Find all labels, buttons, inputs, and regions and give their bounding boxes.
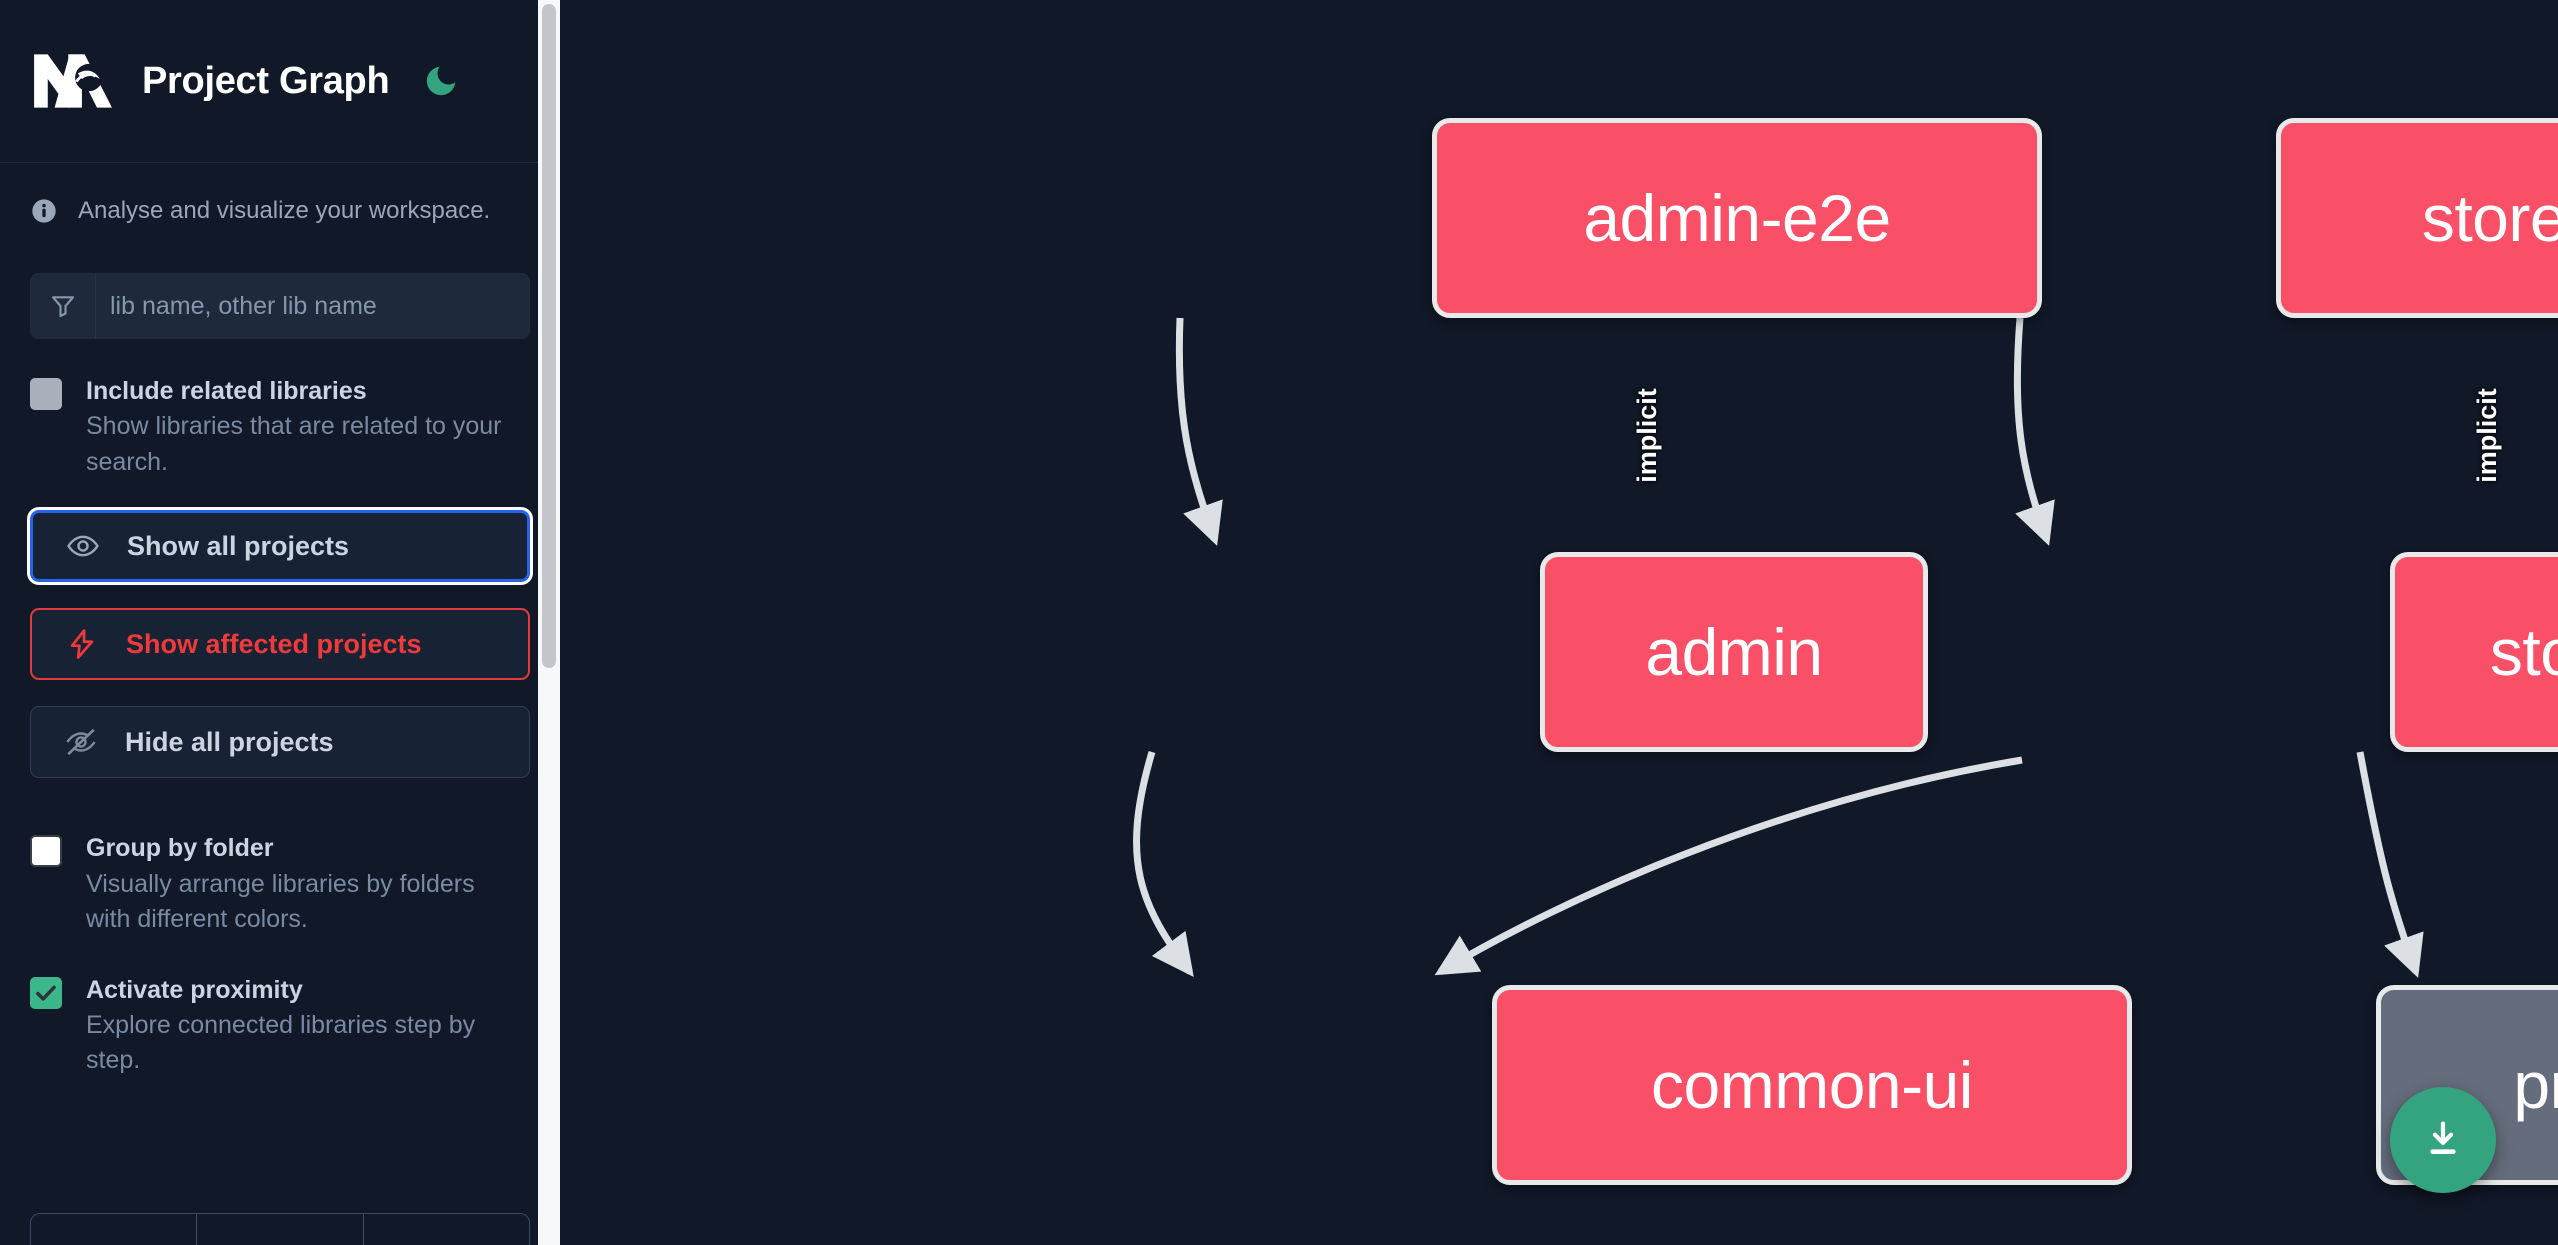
node-label: admin xyxy=(1645,615,1823,689)
funnel-filter-icon xyxy=(30,273,96,339)
checkbox-include-related-libraries[interactable] xyxy=(30,378,62,410)
node-label: common-ui xyxy=(1651,1048,1973,1122)
moon-icon[interactable] xyxy=(419,59,463,103)
sidebar-info-text: Analyse and visualize your workspace. xyxy=(78,197,491,224)
eye-off-icon xyxy=(63,724,99,760)
option-label: Group by folder xyxy=(86,834,274,863)
option-description: Visually arrange libraries by folders wi… xyxy=(86,869,475,934)
option-description: Explore connected libraries step by step… xyxy=(86,1010,476,1075)
segmented-option-1[interactable] xyxy=(31,1214,198,1245)
show-affected-projects-label: Show affected projects xyxy=(126,628,422,659)
hide-all-projects-button[interactable]: Hide all projects xyxy=(30,706,530,779)
info-circle-icon xyxy=(30,197,58,225)
graph-edges xyxy=(1133,317,2424,978)
download-icon xyxy=(2420,1116,2466,1165)
graph-node-store[interactable]: store xyxy=(2390,552,2558,752)
nx-logo-icon xyxy=(30,50,112,112)
lightning-bolt-icon xyxy=(64,626,100,662)
eye-icon xyxy=(65,528,101,564)
sidebar-scrollbar-thumb[interactable] xyxy=(542,4,556,668)
sidebar-scrollbar[interactable] xyxy=(538,0,560,1245)
graph-node-admin[interactable]: admin xyxy=(1540,552,1928,752)
hide-all-projects-label: Hide all projects xyxy=(125,726,334,757)
sidebar-header: Project Graph xyxy=(0,0,560,163)
show-all-projects-button[interactable]: Show all projects xyxy=(30,510,530,583)
page-title: Project Graph xyxy=(142,59,390,102)
node-label: store-e2e xyxy=(2421,181,2558,255)
node-label: store xyxy=(2489,615,2558,689)
node-label: products xyxy=(2513,1048,2558,1122)
option-group-by-folder[interactable]: Group by folder Visually arrange librari… xyxy=(30,830,530,937)
segmented-option-2[interactable] xyxy=(197,1214,364,1245)
edge-label-implicit-store: implicit xyxy=(2471,388,2502,483)
option-label: Activate proximity xyxy=(86,975,303,1004)
checkbox-activate-proximity[interactable] xyxy=(30,976,62,1009)
option-activate-proximity[interactable]: Activate proximity Explore connected lib… xyxy=(30,972,530,1079)
sidebar-body: Include related libraries Show libraries… xyxy=(0,273,560,1079)
segmented-control[interactable] xyxy=(30,1213,530,1245)
segmented-option-3[interactable] xyxy=(364,1214,529,1245)
download-graph-button[interactable] xyxy=(2390,1087,2496,1193)
sidebar: Project Graph Analyse and visualize your… xyxy=(0,0,560,1245)
search-input[interactable] xyxy=(96,273,530,339)
graph-canvas[interactable]: admin-e2e store-e2e admin store common-u… xyxy=(560,0,2558,1245)
graph-node-common-ui[interactable]: common-ui xyxy=(1492,985,2132,1185)
node-label: admin-e2e xyxy=(1583,181,1891,255)
filter-search-box[interactable] xyxy=(30,273,530,339)
graph-node-store-e2e[interactable]: store-e2e xyxy=(2276,118,2558,318)
graph-node-admin-e2e[interactable]: admin-e2e xyxy=(1432,118,2042,318)
show-affected-projects-button[interactable]: Show affected projects xyxy=(30,608,530,681)
option-include-related-libraries[interactable]: Include related libraries Show libraries… xyxy=(30,373,530,480)
option-description: Show libraries that are related to your … xyxy=(86,412,502,476)
edge-admin-e2e-admin xyxy=(1175,317,1223,546)
sidebar-info-row: Analyse and visualize your workspace. xyxy=(0,163,560,225)
checkbox-group-by-folder[interactable] xyxy=(30,835,62,868)
option-label: Include related libraries xyxy=(86,377,367,405)
show-all-projects-label: Show all projects xyxy=(127,530,350,561)
edge-label-implicit-admin: implicit xyxy=(1631,388,1662,483)
